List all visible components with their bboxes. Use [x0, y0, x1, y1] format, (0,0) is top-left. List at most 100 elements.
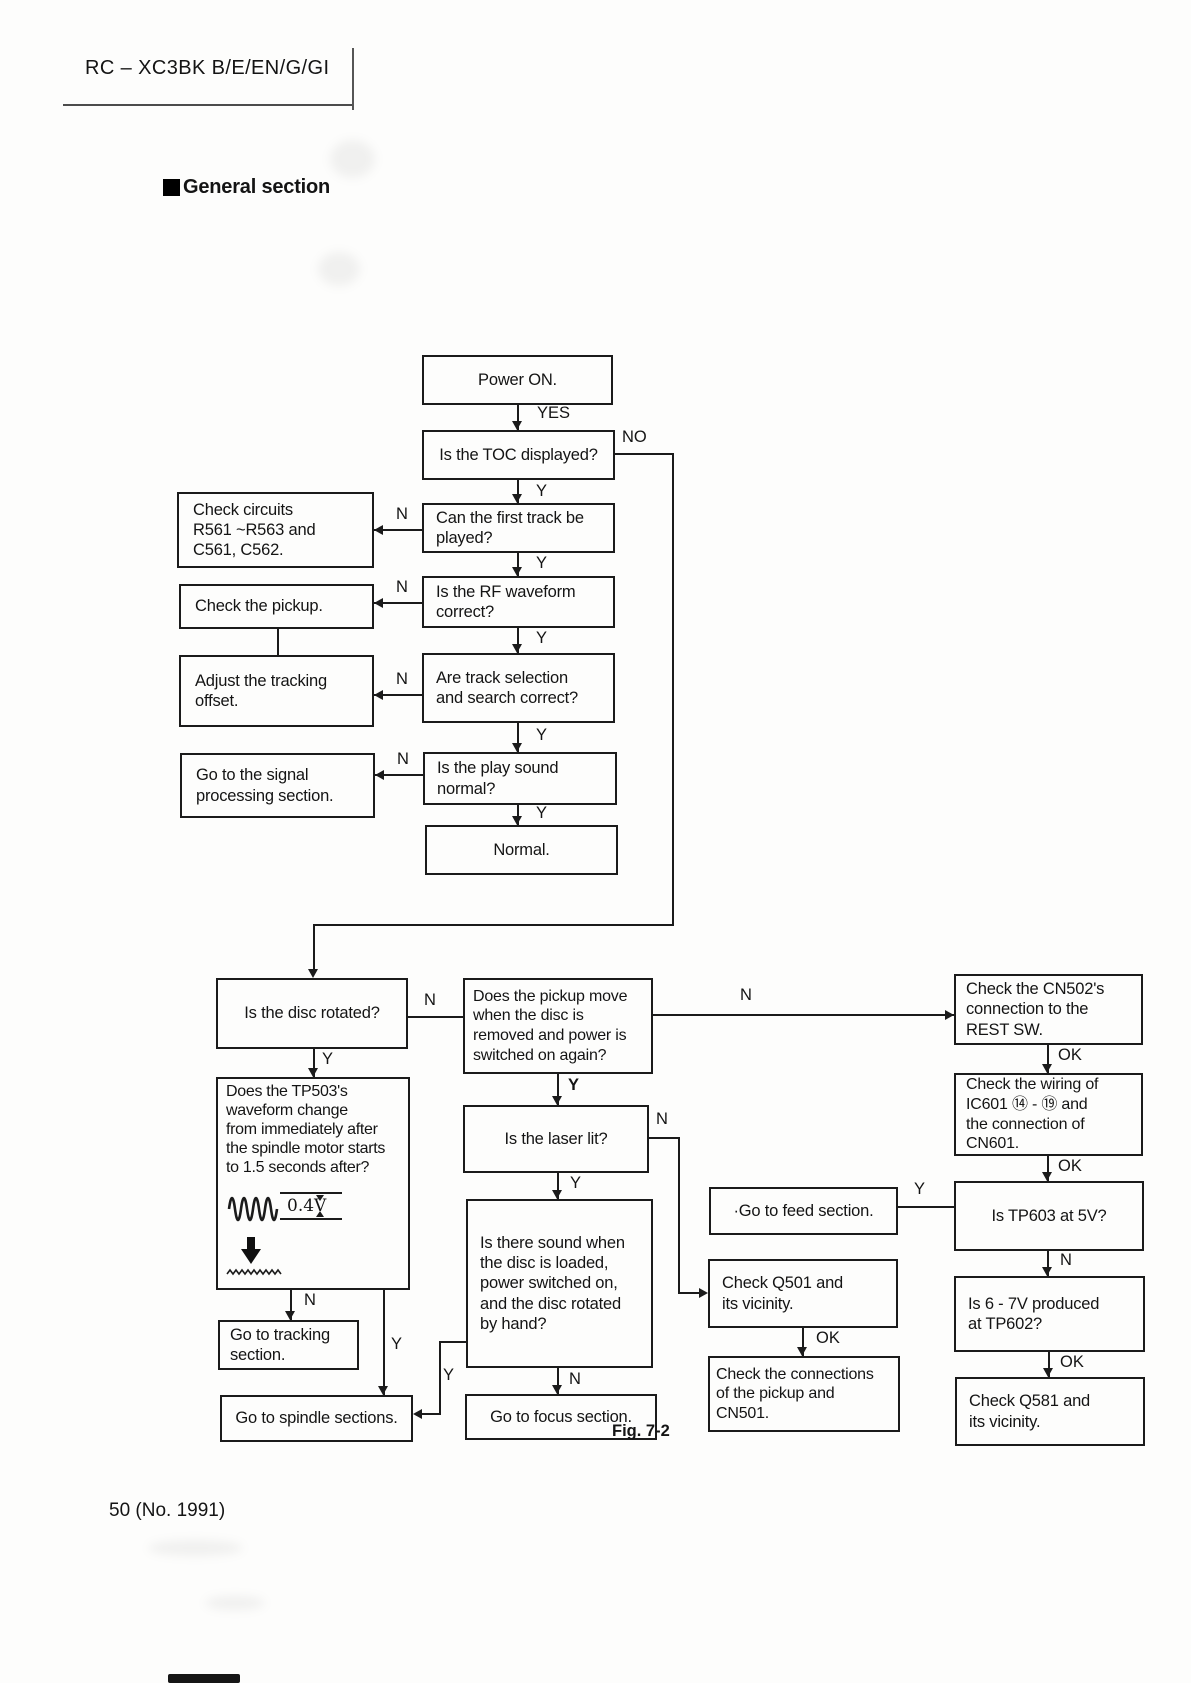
- flow-line: [649, 1137, 680, 1139]
- node-go-tracking: Go to tracking section.: [218, 1320, 359, 1370]
- edge-label-ok: OK: [1058, 1046, 1082, 1064]
- node-go-spindle: Go to spindle sections.: [220, 1395, 413, 1442]
- arrowhead-left-icon: [374, 690, 383, 700]
- model-code: RC – XC3BK B/E/EN/G/GI: [85, 57, 330, 79]
- arrowhead-down-icon: [512, 644, 522, 653]
- flow-line: [383, 1290, 385, 1395]
- flow-line: [277, 629, 279, 655]
- scan-smudge: [205, 1596, 265, 1610]
- arrowhead-down-icon: [1042, 1064, 1052, 1073]
- edge-label-n: N: [656, 1110, 668, 1128]
- tp503-question-text: Does the TP503's waveform change from im…: [226, 1083, 386, 1177]
- flow-line: [1048, 1352, 1050, 1377]
- arrowhead-right-icon: [699, 1288, 708, 1298]
- arrowhead-down-icon: [1043, 1368, 1053, 1377]
- arrowhead-down-icon: [552, 1190, 562, 1199]
- node-pickup-move: Does the pickup move when the disc is re…: [463, 978, 653, 1074]
- arrowhead-left-icon: [374, 525, 383, 535]
- flat-waveform-icon: [226, 1268, 282, 1276]
- node-tp503-waveform: Does the TP503's waveform change from im…: [216, 1077, 410, 1290]
- edge-label-no: NO: [622, 428, 647, 446]
- scan-smudge: [330, 140, 375, 178]
- arrowhead-down-icon: [512, 743, 522, 752]
- arrowhead-right-icon: [945, 1010, 954, 1020]
- voltage-dimension-label: 0.4V: [280, 1192, 343, 1220]
- arrowhead-down-icon: [378, 1386, 388, 1395]
- flow-line: [313, 924, 315, 970]
- flow-line: [517, 553, 519, 576]
- edge-label-n: N: [396, 578, 408, 596]
- edge-label-n: N: [424, 991, 436, 1009]
- arrowhead-down-icon: [552, 1096, 562, 1105]
- dimension-arrow-up-icon: [316, 1211, 325, 1217]
- edge-label-n: N: [569, 1370, 581, 1388]
- arrowhead-down-icon: [1042, 1172, 1052, 1181]
- flow-line: [439, 1341, 466, 1343]
- thick-down-arrow-icon: [241, 1237, 261, 1264]
- node-track-selection: Are track selection and search correct?: [422, 653, 615, 723]
- edge-label-y: Y: [536, 482, 548, 500]
- header-underline: [63, 104, 352, 106]
- node-adjust-tracking-offset: Adjust the tracking offset.: [179, 655, 374, 727]
- flow-line: [313, 924, 674, 926]
- flow-line: [1047, 1251, 1049, 1276]
- flow-line: [678, 1137, 680, 1294]
- flow-line: [313, 1049, 315, 1077]
- dimension-arrow-down-icon: [316, 1195, 325, 1201]
- arrowhead-down-icon: [285, 1311, 295, 1320]
- flow-line: [408, 1016, 463, 1018]
- flow-line: [517, 480, 519, 503]
- scan-ink-mark: [168, 1674, 240, 1683]
- edge-label-y: Y: [570, 1174, 582, 1192]
- flow-line: [653, 1014, 954, 1016]
- node-go-focus: Go to focus section.: [465, 1394, 657, 1440]
- page-number: 50 (No. 1991): [109, 1500, 226, 1521]
- node-check-q501: Check Q501 and its vicinity.: [708, 1259, 898, 1328]
- flow-line: [517, 628, 519, 653]
- black-square-bullet-icon: [163, 179, 180, 196]
- flow-line: [802, 1328, 804, 1356]
- node-check-pickup: Check the pickup.: [179, 584, 374, 629]
- arrowhead-down-icon: [512, 567, 522, 576]
- section-heading: General section: [163, 176, 330, 199]
- edge-label-y: Y: [443, 1366, 455, 1384]
- node-laser-lit: Is the laser lit?: [463, 1105, 649, 1173]
- arrowhead-down-icon: [512, 494, 522, 503]
- node-tp602-6-7v: Is 6 - 7V produced at TP602?: [954, 1276, 1145, 1352]
- edge-label-y: Y: [914, 1180, 926, 1198]
- arrowhead-down-icon: [552, 1385, 562, 1394]
- arrowhead-left-icon: [374, 598, 383, 608]
- edge-label-n: N: [1060, 1251, 1072, 1269]
- node-sound-when-loaded: Is there sound when the disc is loaded, …: [466, 1199, 653, 1368]
- arrowhead-left-icon: [375, 770, 384, 780]
- edge-label-n: N: [396, 505, 408, 523]
- flow-line: [375, 774, 423, 776]
- flow-line: [672, 453, 674, 926]
- node-tp603-5v: Is TP603 at 5V?: [954, 1181, 1144, 1251]
- node-go-feed: ·Go to feed section.: [709, 1187, 898, 1235]
- edge-label-y: Y: [568, 1076, 580, 1094]
- flow-line: [678, 1292, 700, 1294]
- edge-label-n: N: [740, 986, 752, 1004]
- flow-line: [898, 1206, 954, 1208]
- figure-caption: Fig. 7-2: [612, 1422, 670, 1440]
- flow-line: [439, 1341, 441, 1415]
- node-pickup-cn501: Check the connections of the pickup and …: [708, 1356, 900, 1432]
- flow-line: [422, 1413, 441, 1415]
- edge-label-n: N: [397, 750, 409, 768]
- arrowhead-down-icon: [512, 421, 522, 430]
- node-check-q581: Check Q581 and its vicinity.: [955, 1377, 1145, 1446]
- edge-label-n: N: [304, 1291, 316, 1309]
- flow-line: [517, 805, 519, 825]
- edge-label-yes: YES: [537, 404, 571, 422]
- flow-line: [1047, 1045, 1049, 1073]
- sine-waveform-icon: [227, 1196, 279, 1222]
- node-check-ic601: Check the wiring of IC601 ⑭ - ⑲ and the …: [954, 1073, 1143, 1156]
- node-check-cn502: Check the CN502's connection to the REST…: [954, 974, 1143, 1045]
- edge-label-ok: OK: [1058, 1157, 1082, 1175]
- arrowhead-down-icon: [797, 1347, 807, 1356]
- node-normal: Normal.: [425, 825, 618, 875]
- header-vertical-rule: [352, 48, 354, 110]
- edge-label-n: N: [396, 670, 408, 688]
